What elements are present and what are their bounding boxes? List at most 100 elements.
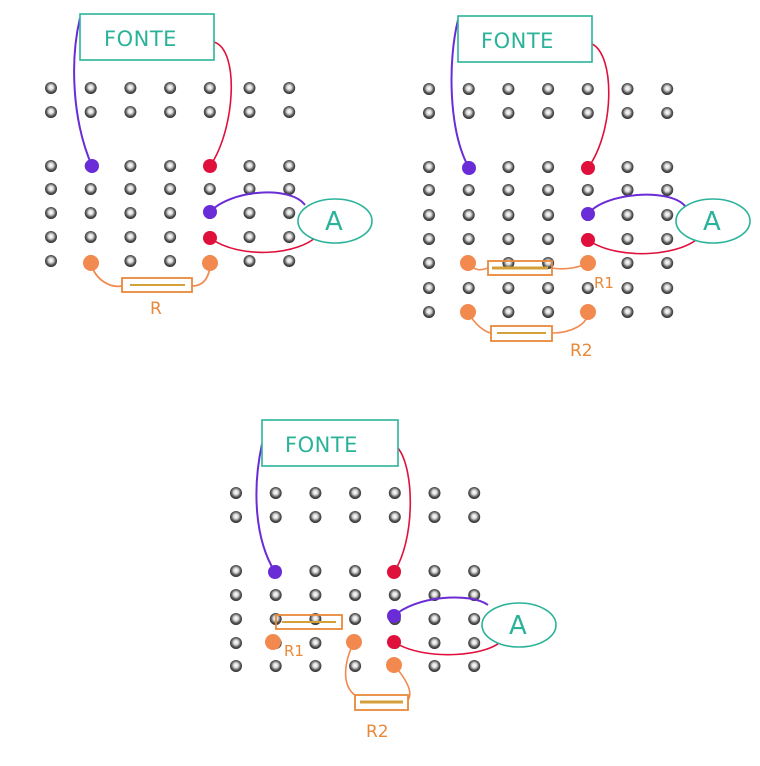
breadboard-hole-icon bbox=[581, 282, 594, 294]
breadboard-hole-icon bbox=[621, 209, 634, 221]
breadboard-hole-icon bbox=[621, 306, 634, 318]
terminal-orange bbox=[265, 634, 281, 650]
breadboard-hole-icon bbox=[84, 82, 97, 94]
breadboard-hole-icon bbox=[309, 660, 322, 672]
wire-red bbox=[209, 41, 233, 167]
terminal-red bbox=[581, 233, 595, 247]
breadboard-hole-icon bbox=[45, 183, 57, 195]
breadboard-hole-icon bbox=[581, 184, 594, 196]
breadboard-hole-icon bbox=[542, 282, 555, 294]
breadboard-hole-icon bbox=[349, 511, 362, 523]
terminal-purple bbox=[387, 609, 401, 623]
breadboard-hole-icon bbox=[423, 83, 435, 95]
ammeter-icon: A bbox=[675, 198, 751, 244]
breadboard-hole-icon bbox=[462, 83, 475, 95]
breadboard-hole-icon bbox=[309, 511, 322, 523]
breadboard-hole-icon bbox=[283, 160, 296, 172]
ammeter-icon: A bbox=[297, 198, 373, 244]
breadboard-hole-icon bbox=[428, 660, 441, 672]
breadboard-hole-icon bbox=[269, 589, 282, 601]
source-label: FONTE bbox=[104, 27, 177, 51]
breadboard-hole-icon bbox=[243, 231, 256, 243]
ammeter-label: A bbox=[703, 207, 721, 237]
wire-red bbox=[393, 639, 503, 656]
wire-red bbox=[587, 235, 701, 255]
breadboard-hole-icon bbox=[84, 106, 97, 118]
breadboard-hole-icon bbox=[283, 82, 296, 94]
resistor-icon bbox=[354, 694, 409, 711]
breadboard-hole-icon bbox=[468, 613, 481, 625]
breadboard-hole-icon bbox=[124, 82, 137, 94]
breadboard-hole-icon bbox=[84, 207, 97, 219]
breadboard-hole-icon bbox=[542, 209, 555, 221]
breadboard-hole-icon bbox=[502, 161, 515, 173]
breadboard-hole-icon bbox=[164, 183, 177, 195]
breadboard-hole-icon bbox=[542, 83, 555, 95]
resistor-label: R bbox=[150, 299, 162, 319]
breadboard-hole-icon bbox=[502, 306, 515, 318]
breadboard-hole-icon bbox=[621, 161, 634, 173]
breadboard-hole-icon bbox=[502, 233, 515, 245]
breadboard-hole-icon bbox=[542, 107, 555, 119]
power-source-icon: FONTE bbox=[457, 15, 593, 63]
breadboard-hole-icon bbox=[621, 233, 634, 245]
breadboard-hole-icon bbox=[423, 233, 435, 245]
breadboard-hole-icon bbox=[349, 487, 362, 499]
terminal-purple bbox=[581, 207, 595, 221]
breadboard-holes bbox=[423, 83, 674, 318]
breadboard-hole-icon bbox=[164, 255, 177, 267]
breadboard-hole-icon bbox=[462, 107, 475, 119]
terminal-orange bbox=[83, 255, 99, 271]
breadboard-hole-icon bbox=[269, 487, 282, 499]
breadboard-hole-icon bbox=[243, 255, 256, 267]
breadboard-hole-icon bbox=[661, 282, 674, 294]
breadboard-hole-icon bbox=[45, 82, 57, 94]
breadboard-hole-icon bbox=[428, 637, 441, 649]
resistor-icon bbox=[275, 614, 343, 630]
breadboard-hole-icon bbox=[230, 487, 242, 499]
wire-purple bbox=[255, 443, 276, 573]
breadboard-hole-icon bbox=[388, 511, 401, 523]
breadboard-hole-icon bbox=[349, 613, 362, 625]
resistor-icon bbox=[121, 277, 193, 293]
breadboard-hole-icon bbox=[124, 231, 137, 243]
breadboard-hole-icon bbox=[661, 257, 674, 269]
terminal-orange bbox=[580, 304, 596, 320]
terminal-orange bbox=[460, 255, 476, 271]
breadboard-hole-icon bbox=[502, 184, 515, 196]
breadboard-hole-icon bbox=[230, 613, 242, 625]
breadboard-hole-icon bbox=[621, 184, 634, 196]
breadboard-hole-icon bbox=[243, 106, 256, 118]
breadboard-hole-icon bbox=[309, 589, 322, 601]
breadboard-hole-icon bbox=[462, 233, 475, 245]
power-source-icon: FONTE bbox=[79, 13, 215, 61]
breadboard-hole-icon bbox=[309, 565, 322, 577]
terminal-orange bbox=[580, 255, 596, 271]
resistor-label: R1 bbox=[284, 642, 304, 660]
source-label: FONTE bbox=[285, 433, 358, 457]
breadboard-hole-icon bbox=[283, 106, 296, 118]
breadboard-hole-icon bbox=[542, 161, 555, 173]
breadboard-hole-icon bbox=[468, 487, 481, 499]
breadboard-hole-icon bbox=[124, 207, 137, 219]
breadboard-hole-icon bbox=[243, 82, 256, 94]
circuit-1: R FONTE A bbox=[45, 13, 373, 319]
breadboard-hole-icon bbox=[164, 106, 177, 118]
breadboard-hole-icon bbox=[230, 637, 242, 649]
breadboard-hole-icon bbox=[428, 487, 441, 499]
breadboard-hole-icon bbox=[468, 511, 481, 523]
breadboard-hole-icon bbox=[428, 613, 441, 625]
terminal-orange bbox=[386, 657, 402, 673]
terminal-red bbox=[581, 161, 595, 175]
breadboard-hole-icon bbox=[124, 183, 137, 195]
breadboard-hole-icon bbox=[388, 487, 401, 499]
breadboard-hole-icon bbox=[423, 107, 435, 119]
terminal-purple bbox=[268, 565, 282, 579]
breadboard-hole-icon bbox=[349, 565, 362, 577]
breadboard-hole-icon bbox=[542, 184, 555, 196]
breadboard-hole-icon bbox=[468, 565, 481, 577]
breadboard-hole-icon bbox=[502, 107, 515, 119]
breadboard-hole-icon bbox=[542, 306, 555, 318]
wire-red bbox=[393, 447, 412, 573]
breadboard-hole-icon bbox=[124, 160, 137, 172]
